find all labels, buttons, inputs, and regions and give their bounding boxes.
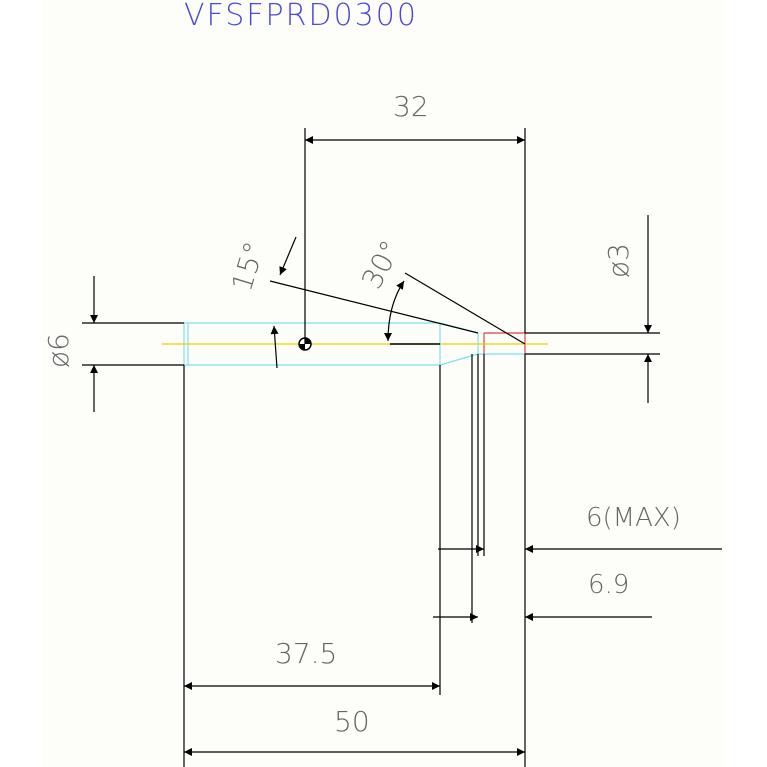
dim-6-9-label: 6.9 bbox=[588, 570, 629, 600]
dim-dia-3-label: ø3 bbox=[602, 243, 635, 278]
drawing-title: VFSFPRD0300 bbox=[184, 0, 418, 33]
dim-37-5-label: 37.5 bbox=[275, 637, 337, 670]
dim-angle-30-label: 30° bbox=[355, 235, 407, 294]
dim-angle-15-label: 15° bbox=[225, 238, 271, 295]
dim-dia-6-label: ø6 bbox=[42, 333, 75, 368]
dim-6-max bbox=[438, 354, 722, 556]
dim-32-label: 32 bbox=[393, 90, 429, 123]
dim-32 bbox=[304, 128, 526, 344]
dim-dia-6 bbox=[82, 276, 184, 412]
drawing-sheet bbox=[42, 0, 724, 767]
dim-37-5 bbox=[183, 365, 441, 767]
dim-6-max-label: 6(MAX) bbox=[586, 503, 681, 533]
dim-angle-30 bbox=[384, 272, 526, 345]
dim-angle-15 bbox=[269, 236, 479, 369]
dim-50-label: 50 bbox=[334, 705, 370, 738]
dim-dia-3 bbox=[525, 215, 660, 403]
dim-50 bbox=[184, 354, 526, 767]
